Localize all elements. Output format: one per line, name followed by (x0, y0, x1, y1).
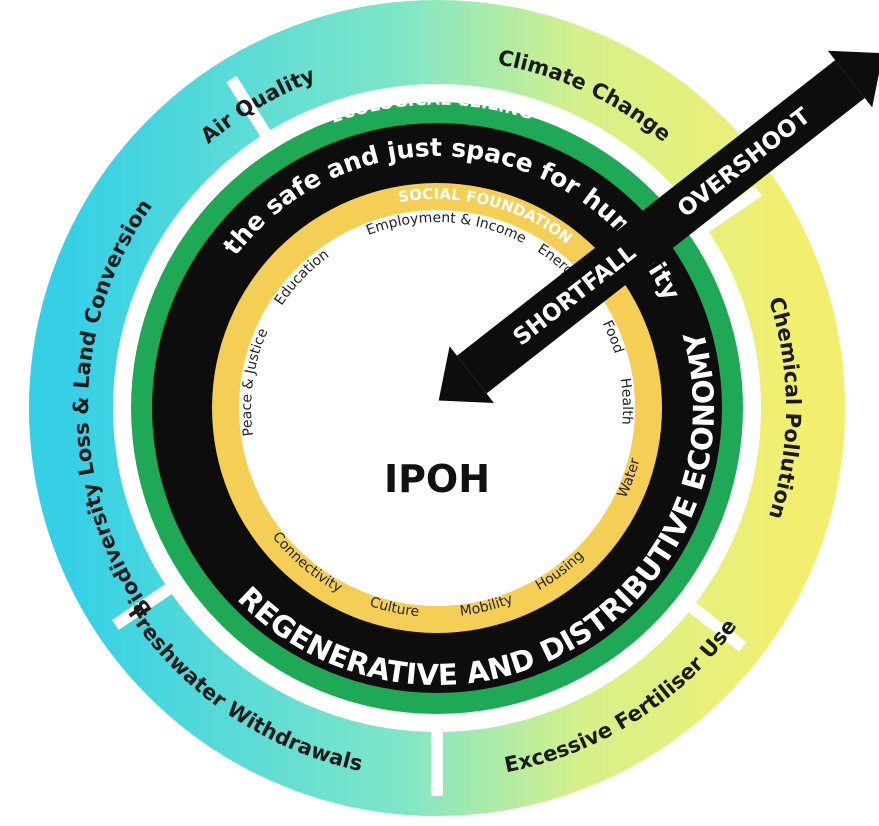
arrow-head-outward (827, 50, 879, 108)
dimension-health: Health (617, 377, 636, 426)
arrow-head-inward (438, 346, 494, 403)
arrow-shaft (456, 60, 865, 394)
center-city-label: IPOH (384, 457, 490, 501)
